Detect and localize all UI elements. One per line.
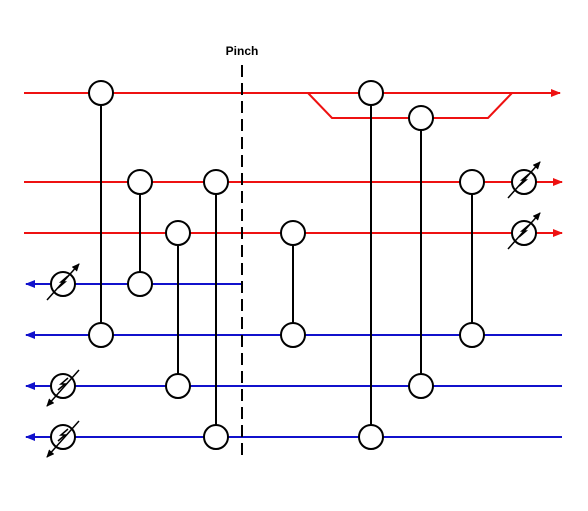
- heat-exchanger-node: [358, 424, 384, 450]
- heat-exchanger-node: [203, 169, 229, 195]
- heat-exchanger-node: [280, 322, 306, 348]
- heat-exchanger-node: [165, 220, 191, 246]
- heater-icon: [46, 369, 80, 407]
- heat-exchanger-node: [459, 322, 485, 348]
- cooler-icon: [507, 161, 541, 199]
- heat-exchanger-node: [459, 169, 485, 195]
- heat-exchanger-node: [408, 105, 434, 131]
- heat-exchanger-node: [165, 373, 191, 399]
- heat-exchanger-node: [358, 80, 384, 106]
- cooler-icon: [507, 212, 541, 250]
- heat-exchanger-node: [127, 271, 153, 297]
- exchanger-nodes: [88, 80, 485, 450]
- hot-streams: [24, 89, 563, 237]
- match-lines: [100, 93, 473, 437]
- heat-exchanger-node: [88, 322, 114, 348]
- heat-exchanger-node: [280, 220, 306, 246]
- heater-icon: [46, 420, 80, 458]
- heat-exchanger-node: [127, 169, 153, 195]
- heater-icon: [46, 263, 80, 301]
- heat-exchanger-node: [203, 424, 229, 450]
- heat-exchanger-node: [408, 373, 434, 399]
- heat-exchanger-node: [88, 80, 114, 106]
- pinch-label: Pinch: [225, 44, 259, 58]
